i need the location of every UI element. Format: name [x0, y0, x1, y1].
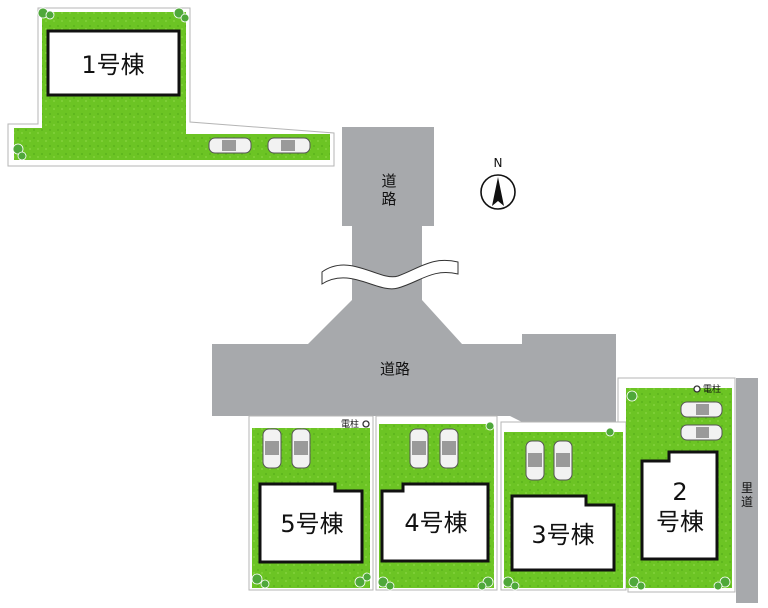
car-icon: [680, 401, 723, 418]
building-3-outline: [510, 494, 616, 572]
car-icon: [262, 428, 282, 469]
utility-pole-label: 電柱: [341, 418, 359, 430]
lot-4: 4号棟: [375, 415, 498, 591]
building-2-label-2: 号棟: [656, 508, 704, 536]
utility-pole-icon: [362, 420, 370, 428]
utility-pole-icon: [693, 385, 701, 393]
building-5-outline: [258, 482, 364, 564]
north-road: [342, 127, 434, 272]
road-break-mark: [321, 259, 459, 290]
building-1-outline: [46, 29, 181, 97]
utility-pole-label: 電柱: [703, 383, 721, 395]
compass-icon: [480, 174, 516, 210]
building-4-label: 4号棟: [404, 509, 467, 537]
main-road: [212, 268, 616, 422]
shrub-icons: [12, 7, 731, 591]
car-icon: [291, 428, 311, 469]
road-network: [212, 127, 758, 603]
car-icon: [525, 440, 545, 481]
car-icon: [409, 428, 429, 469]
building-5-label: 5号棟: [280, 510, 343, 538]
building-4-outline: [380, 482, 490, 563]
compass-north-label: N: [494, 156, 503, 170]
side-road: [736, 378, 758, 603]
car-icon: [680, 424, 723, 441]
lot-1: 1号棟: [7, 7, 335, 167]
car-icon: [208, 137, 252, 154]
building-1-label: 1号棟: [81, 51, 144, 79]
side-road-label-1: 里: [741, 481, 753, 495]
building-2-outline: [640, 450, 719, 561]
lot-3: 3号棟: [500, 421, 627, 591]
car-icon: [267, 137, 311, 154]
lot-5: 5号棟: [248, 415, 374, 591]
north-road-label-1: 道: [381, 172, 396, 190]
side-road-label-2: 道: [741, 495, 753, 509]
main-road-label: 道路: [380, 360, 410, 378]
building-2-label-1: 2: [672, 478, 687, 506]
car-icon: [439, 428, 459, 469]
building-3-label: 3号棟: [531, 521, 594, 549]
car-icon: [553, 440, 573, 481]
north-road-label-2: 路: [381, 190, 396, 208]
lot-2: 2 号棟: [617, 377, 736, 593]
